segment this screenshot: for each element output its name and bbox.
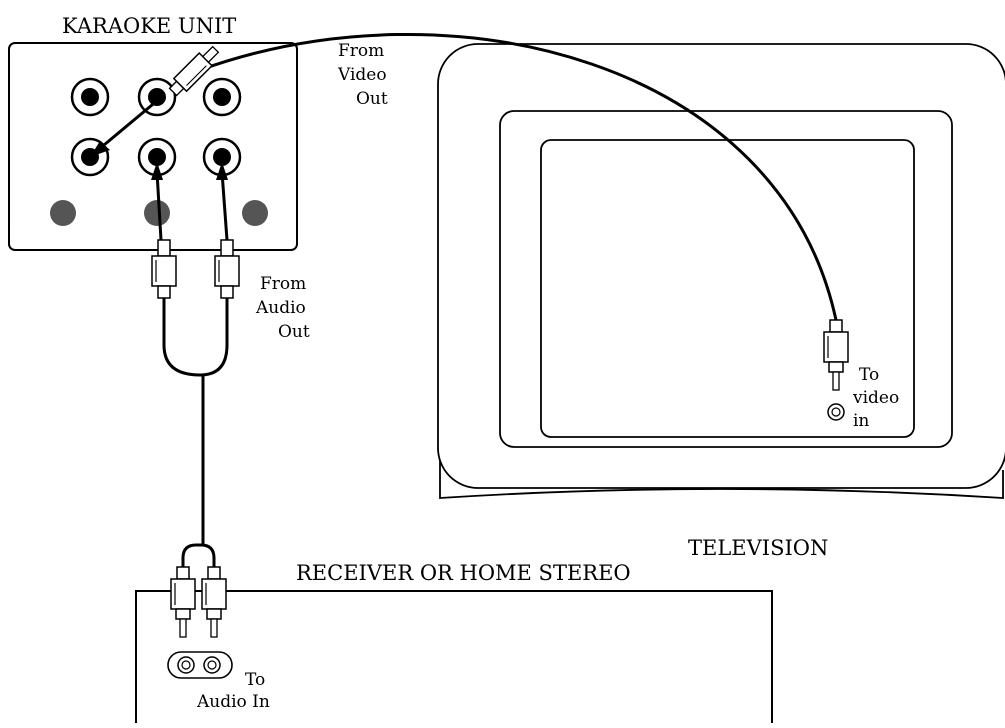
receiver-box: [135, 590, 773, 723]
from-audio-out-note: From Audio Out: [255, 274, 310, 342]
to-video-in-line-3: in: [853, 411, 869, 431]
to-video-in-note: To video in: [852, 365, 899, 431]
jack-video-out: [137, 77, 177, 117]
karaoke-unit-label: KARAOKE UNIT: [62, 14, 236, 38]
from-audio-out-line-3: Out: [278, 322, 310, 342]
indicator-dot-icon: [242, 200, 268, 226]
indicator-dot-icon: [50, 200, 76, 226]
audio-y-splitter-top: [162, 298, 229, 377]
television-label: TELEVISION: [688, 536, 828, 560]
video-plug-at-unit-icon: [168, 45, 220, 97]
to-audio-in-note: To Audio In: [196, 670, 270, 712]
from-audio-out-line-2: Audio: [255, 298, 306, 318]
from-video-out-line-2: Video: [337, 65, 387, 85]
to-audio-in-line-1: To: [245, 670, 265, 690]
jack-video-out-right: [202, 77, 242, 117]
audio-cable-left-arrowhead: [151, 162, 163, 180]
from-audio-out-line-1: From: [260, 274, 306, 294]
video-loop-arrow: [97, 98, 159, 152]
audio-cable: [151, 162, 240, 638]
video-loop-arrowhead: [90, 141, 110, 157]
from-video-out-line-1: From: [338, 41, 384, 61]
video-cable-wire: [199, 32, 838, 321]
television: TELEVISION: [437, 43, 1005, 560]
to-video-in-line-2: video: [852, 388, 899, 408]
from-video-out-note: From Video Out: [337, 41, 388, 109]
to-audio-in-line-2: Audio In: [196, 692, 270, 712]
audio-cable-left-arrow: [155, 171, 163, 241]
indicator-dot-icon: [144, 200, 170, 226]
audio-cable-right-arrow: [220, 171, 229, 241]
to-video-in-line-1: To: [859, 365, 879, 385]
jack-audio-out-right: [202, 137, 242, 177]
jack-video-out-left: [70, 77, 110, 117]
audio-y-splitter-bottom: [181, 543, 216, 567]
karaoke-unit: KARAOKE UNIT: [8, 14, 298, 251]
tv-video-in-jack-icon: [827, 403, 845, 421]
receiver-label: RECEIVER OR HOME STEREO: [296, 561, 631, 585]
from-video-out-line-3: Out: [356, 89, 388, 109]
receiver: RECEIVER OR HOME STEREO: [135, 561, 773, 723]
audio-cable-right-arrowhead: [216, 162, 228, 180]
video-cable: [90, 32, 849, 391]
receiver-audio-in-jacks-icon: [167, 651, 233, 679]
television-base: [439, 460, 1004, 499]
